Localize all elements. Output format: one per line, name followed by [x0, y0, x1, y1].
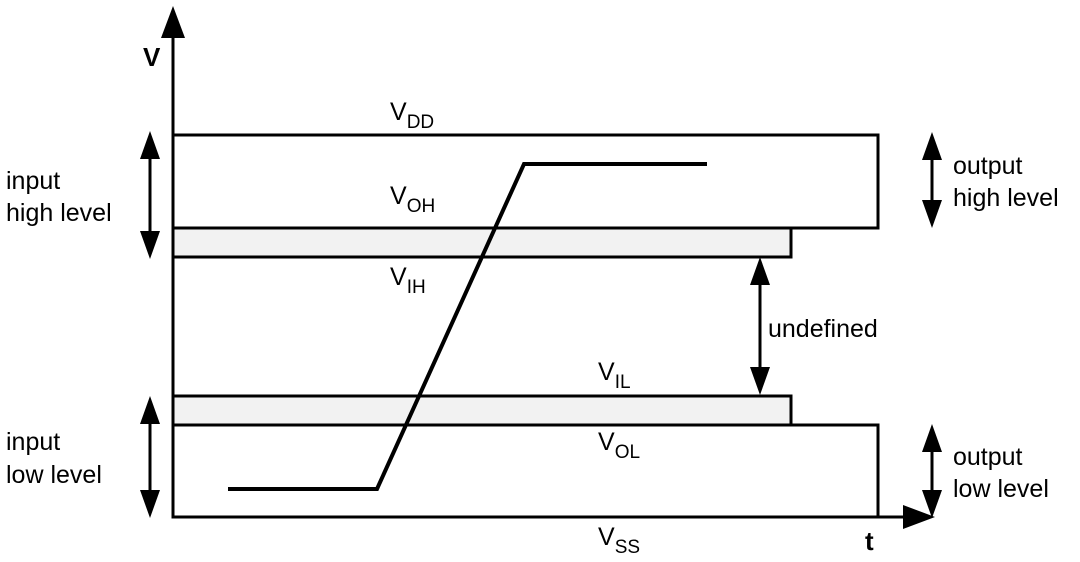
output-low-range-arrow	[922, 424, 942, 518]
vss-label: VSS	[598, 523, 640, 558]
input-low-label-2: low level	[6, 461, 102, 489]
vdd-label: VDD	[390, 98, 434, 133]
input-high-range-arrow	[140, 131, 160, 259]
vil-label: VIL	[598, 358, 631, 393]
output-low-label-2: low level	[953, 475, 1049, 503]
input-low-label: input	[6, 428, 60, 456]
x-axis-label: t	[865, 526, 874, 556]
y-axis-label: V	[143, 42, 161, 72]
y-axis-arrowhead	[161, 6, 185, 38]
output-low-label: output	[953, 443, 1023, 471]
output-low-box	[171, 423, 880, 519]
input-high-label: input	[6, 167, 60, 195]
input-low-band	[171, 394, 793, 427]
voh-label: VOH	[390, 182, 435, 217]
output-high-label: output	[953, 152, 1023, 180]
undefined-range-arrow	[750, 257, 770, 395]
x-axis-arrowhead	[903, 505, 935, 529]
signal-transition-line	[228, 162, 707, 491]
vol-label: VOL	[598, 428, 640, 463]
output-high-range-arrow	[922, 132, 942, 228]
output-high-box	[171, 133, 880, 230]
output-high-label-2: high level	[953, 184, 1059, 212]
input-high-label-2: high level	[6, 199, 112, 227]
undefined-label: undefined	[768, 315, 878, 343]
vih-label: VIH	[390, 263, 426, 298]
input-low-range-arrow	[140, 396, 160, 518]
